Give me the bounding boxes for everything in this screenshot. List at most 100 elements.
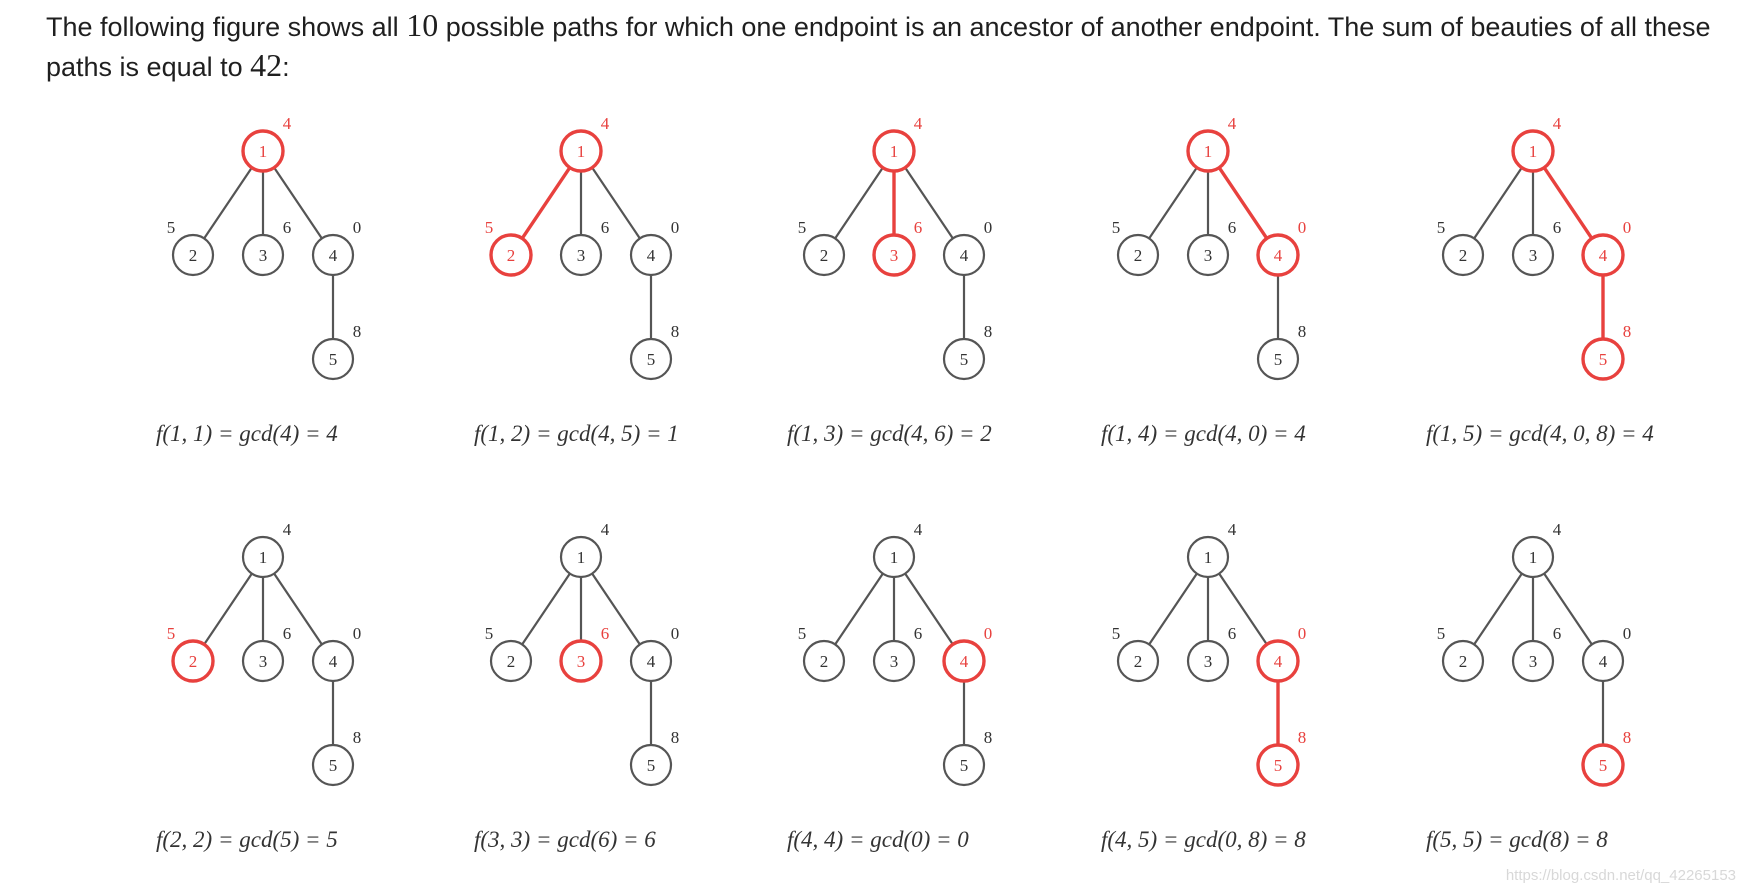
node-value-label: 4 <box>1553 520 1562 539</box>
tree-node <box>1581 233 1625 277</box>
intro-text-2: possible paths for which one endpoint is… <box>46 12 1711 82</box>
tree-edge <box>591 166 641 240</box>
tree-node <box>241 129 285 173</box>
path-caption: f(1, 2) = gcd(4, 5) = 1 <box>474 421 679 446</box>
node-value-label: 4 <box>283 114 292 133</box>
node-value-label: 6 <box>1553 624 1562 643</box>
node-id-label: 5 <box>329 756 338 775</box>
tree-edge <box>1473 572 1523 646</box>
node-value-label: 4 <box>601 114 610 133</box>
tree-node <box>1186 535 1230 579</box>
node-value-label: 8 <box>671 728 680 747</box>
tree-node <box>1581 337 1625 381</box>
tree-edge <box>1218 572 1268 646</box>
node-id-label: 3 <box>890 652 899 671</box>
node-value-label: 5 <box>1112 218 1121 237</box>
node-id-label: 2 <box>820 246 829 265</box>
node-id-label: 5 <box>960 350 969 369</box>
node-id-label: 4 <box>1274 246 1283 265</box>
tree-node <box>311 639 355 683</box>
tree-node <box>559 535 603 579</box>
node-value-label: 8 <box>671 322 680 341</box>
path-count: 10 <box>406 7 439 43</box>
node-id-label: 1 <box>1204 548 1213 567</box>
tree-node <box>942 337 986 381</box>
tree-node <box>489 233 533 277</box>
node-value-label: 0 <box>671 624 680 643</box>
tree-edge <box>591 572 641 646</box>
tree-node <box>942 233 986 277</box>
node-id-label: 2 <box>189 652 198 671</box>
node-value-label: 6 <box>601 218 610 237</box>
node-id-label: 2 <box>507 246 516 265</box>
node-value-label: 0 <box>1623 624 1632 643</box>
tree-node <box>171 233 215 277</box>
node-value-label: 0 <box>1298 218 1307 237</box>
node-id-label: 4 <box>647 246 656 265</box>
node-value-label: 6 <box>1228 624 1237 643</box>
node-id-label: 5 <box>1599 756 1608 775</box>
node-id-label: 5 <box>960 756 969 775</box>
node-id-label: 4 <box>1274 652 1283 671</box>
tree-node <box>1511 129 1555 173</box>
node-value-label: 4 <box>1228 520 1237 539</box>
beauty-sum: 42 <box>250 47 283 83</box>
node-id-label: 3 <box>577 652 586 671</box>
tree-edge <box>1148 572 1198 646</box>
node-value-label: 8 <box>1623 728 1632 747</box>
path-caption: f(2, 2) = gcd(5) = 5 <box>156 827 338 852</box>
node-id-label: 3 <box>259 246 268 265</box>
path-caption: f(4, 4) = gcd(0) = 0 <box>787 827 969 852</box>
node-value-label: 4 <box>601 520 610 539</box>
tree-edge <box>1148 166 1198 240</box>
node-value-label: 0 <box>1298 624 1307 643</box>
node-value-label: 4 <box>1553 114 1562 133</box>
path-caption: f(1, 4) = gcd(4, 0) = 4 <box>1101 421 1306 446</box>
intro-paragraph: The following figure shows all 10 possib… <box>46 6 1736 86</box>
node-id-label: 4 <box>960 246 969 265</box>
node-value-label: 0 <box>1623 218 1632 237</box>
tree-edge <box>834 166 884 240</box>
node-id-label: 3 <box>577 246 586 265</box>
node-value-label: 5 <box>1437 218 1446 237</box>
node-value-label: 8 <box>1623 322 1632 341</box>
tree-node <box>802 233 846 277</box>
node-value-label: 5 <box>798 218 807 237</box>
tree-node <box>489 639 533 683</box>
tree-node <box>559 129 603 173</box>
tree-node <box>1581 639 1625 683</box>
tree-node <box>1256 743 1300 787</box>
node-value-label: 0 <box>353 218 362 237</box>
node-value-label: 5 <box>167 218 176 237</box>
tree-node <box>311 337 355 381</box>
node-value-label: 8 <box>1298 728 1307 747</box>
tree-node <box>872 129 916 173</box>
node-id-label: 4 <box>1599 652 1608 671</box>
tree-node <box>1441 233 1485 277</box>
node-id-label: 3 <box>1529 652 1538 671</box>
tree-node <box>872 233 916 277</box>
tree-edge <box>273 572 323 646</box>
node-value-label: 0 <box>984 624 993 643</box>
tree-node <box>872 639 916 683</box>
tree-node <box>629 743 673 787</box>
tree-node <box>629 337 673 381</box>
node-id-label: 2 <box>820 652 829 671</box>
node-id-label: 3 <box>1204 246 1213 265</box>
tree-node <box>1116 233 1160 277</box>
tree-node <box>1186 233 1230 277</box>
tree-node <box>311 233 355 277</box>
node-value-label: 0 <box>353 624 362 643</box>
node-id-label: 5 <box>647 756 656 775</box>
tree-node <box>1186 639 1230 683</box>
tree-node <box>1186 129 1230 173</box>
node-id-label: 3 <box>1204 652 1213 671</box>
tree-edge <box>273 166 323 240</box>
intro-text-1: The following figure shows all <box>46 12 407 42</box>
tree-edge <box>203 166 253 240</box>
tree-node <box>872 535 916 579</box>
